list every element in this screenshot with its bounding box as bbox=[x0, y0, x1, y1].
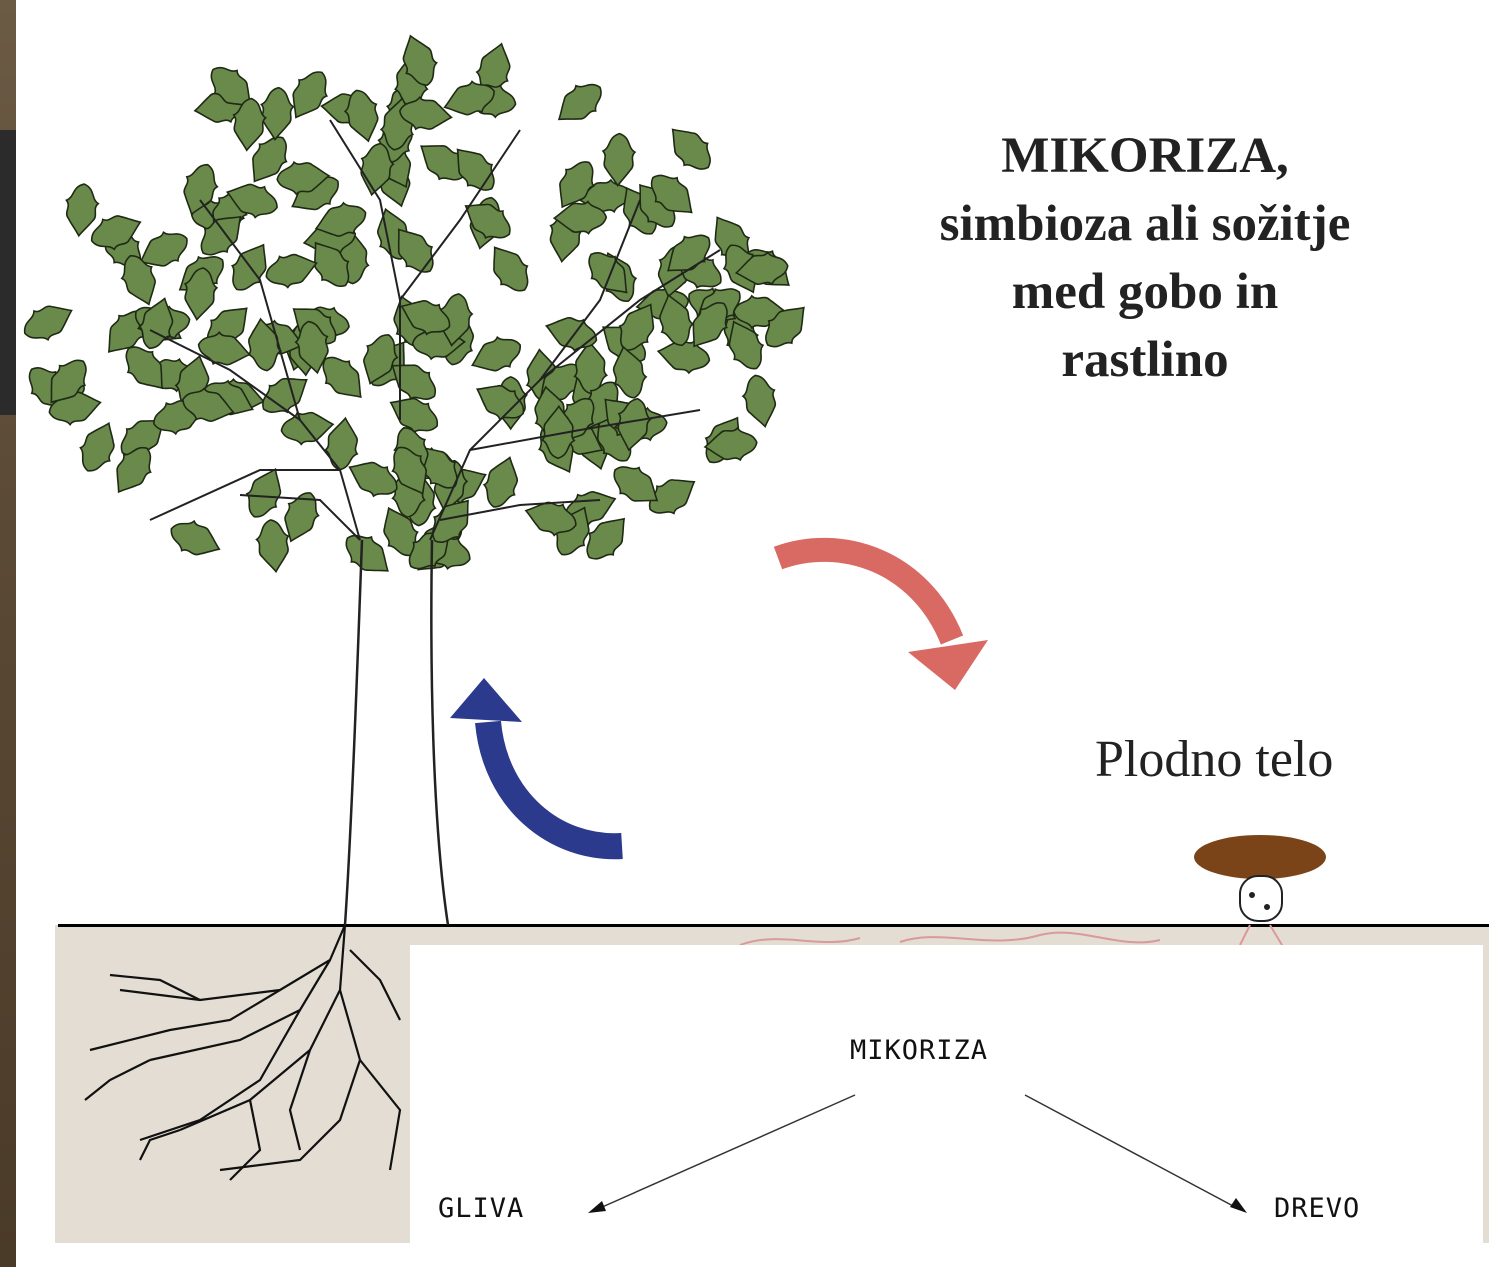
arrowhead-left-icon bbox=[588, 1201, 606, 1213]
mycorrhiza-scheme-panel: MIKORIZA GLIVA DREVO bbox=[410, 945, 1483, 1267]
scheme-node-mikoriza: MIKORIZA bbox=[850, 1035, 988, 1066]
mushroom-fruiting-body bbox=[1194, 835, 1326, 950]
title-line-2: simbioza ali sožitje bbox=[880, 190, 1410, 258]
diagram-title: MIKORIZA, simbioza ali sožitje med gobo … bbox=[880, 122, 1410, 394]
arrowhead-right-icon bbox=[1230, 1198, 1247, 1213]
red-arrow bbox=[778, 550, 988, 690]
fruiting-body-label: Plodno telo bbox=[1095, 730, 1425, 789]
scheme-node-drevo: DREVO bbox=[1274, 1193, 1360, 1224]
title-line-4: rastlino bbox=[880, 326, 1410, 394]
tree-canopy bbox=[18, 31, 816, 584]
connector-right bbox=[1025, 1095, 1235, 1207]
fungal-hyphae bbox=[740, 933, 1160, 945]
blue-arrow bbox=[450, 678, 622, 846]
title-line-3: med gobo in bbox=[880, 258, 1410, 326]
tree-roots bbox=[85, 925, 400, 1180]
scheme-node-gliva: GLIVA bbox=[438, 1193, 524, 1224]
connector-left bbox=[600, 1095, 855, 1208]
title-line-1: MIKORIZA, bbox=[880, 122, 1410, 190]
tree-trunk bbox=[345, 540, 448, 925]
